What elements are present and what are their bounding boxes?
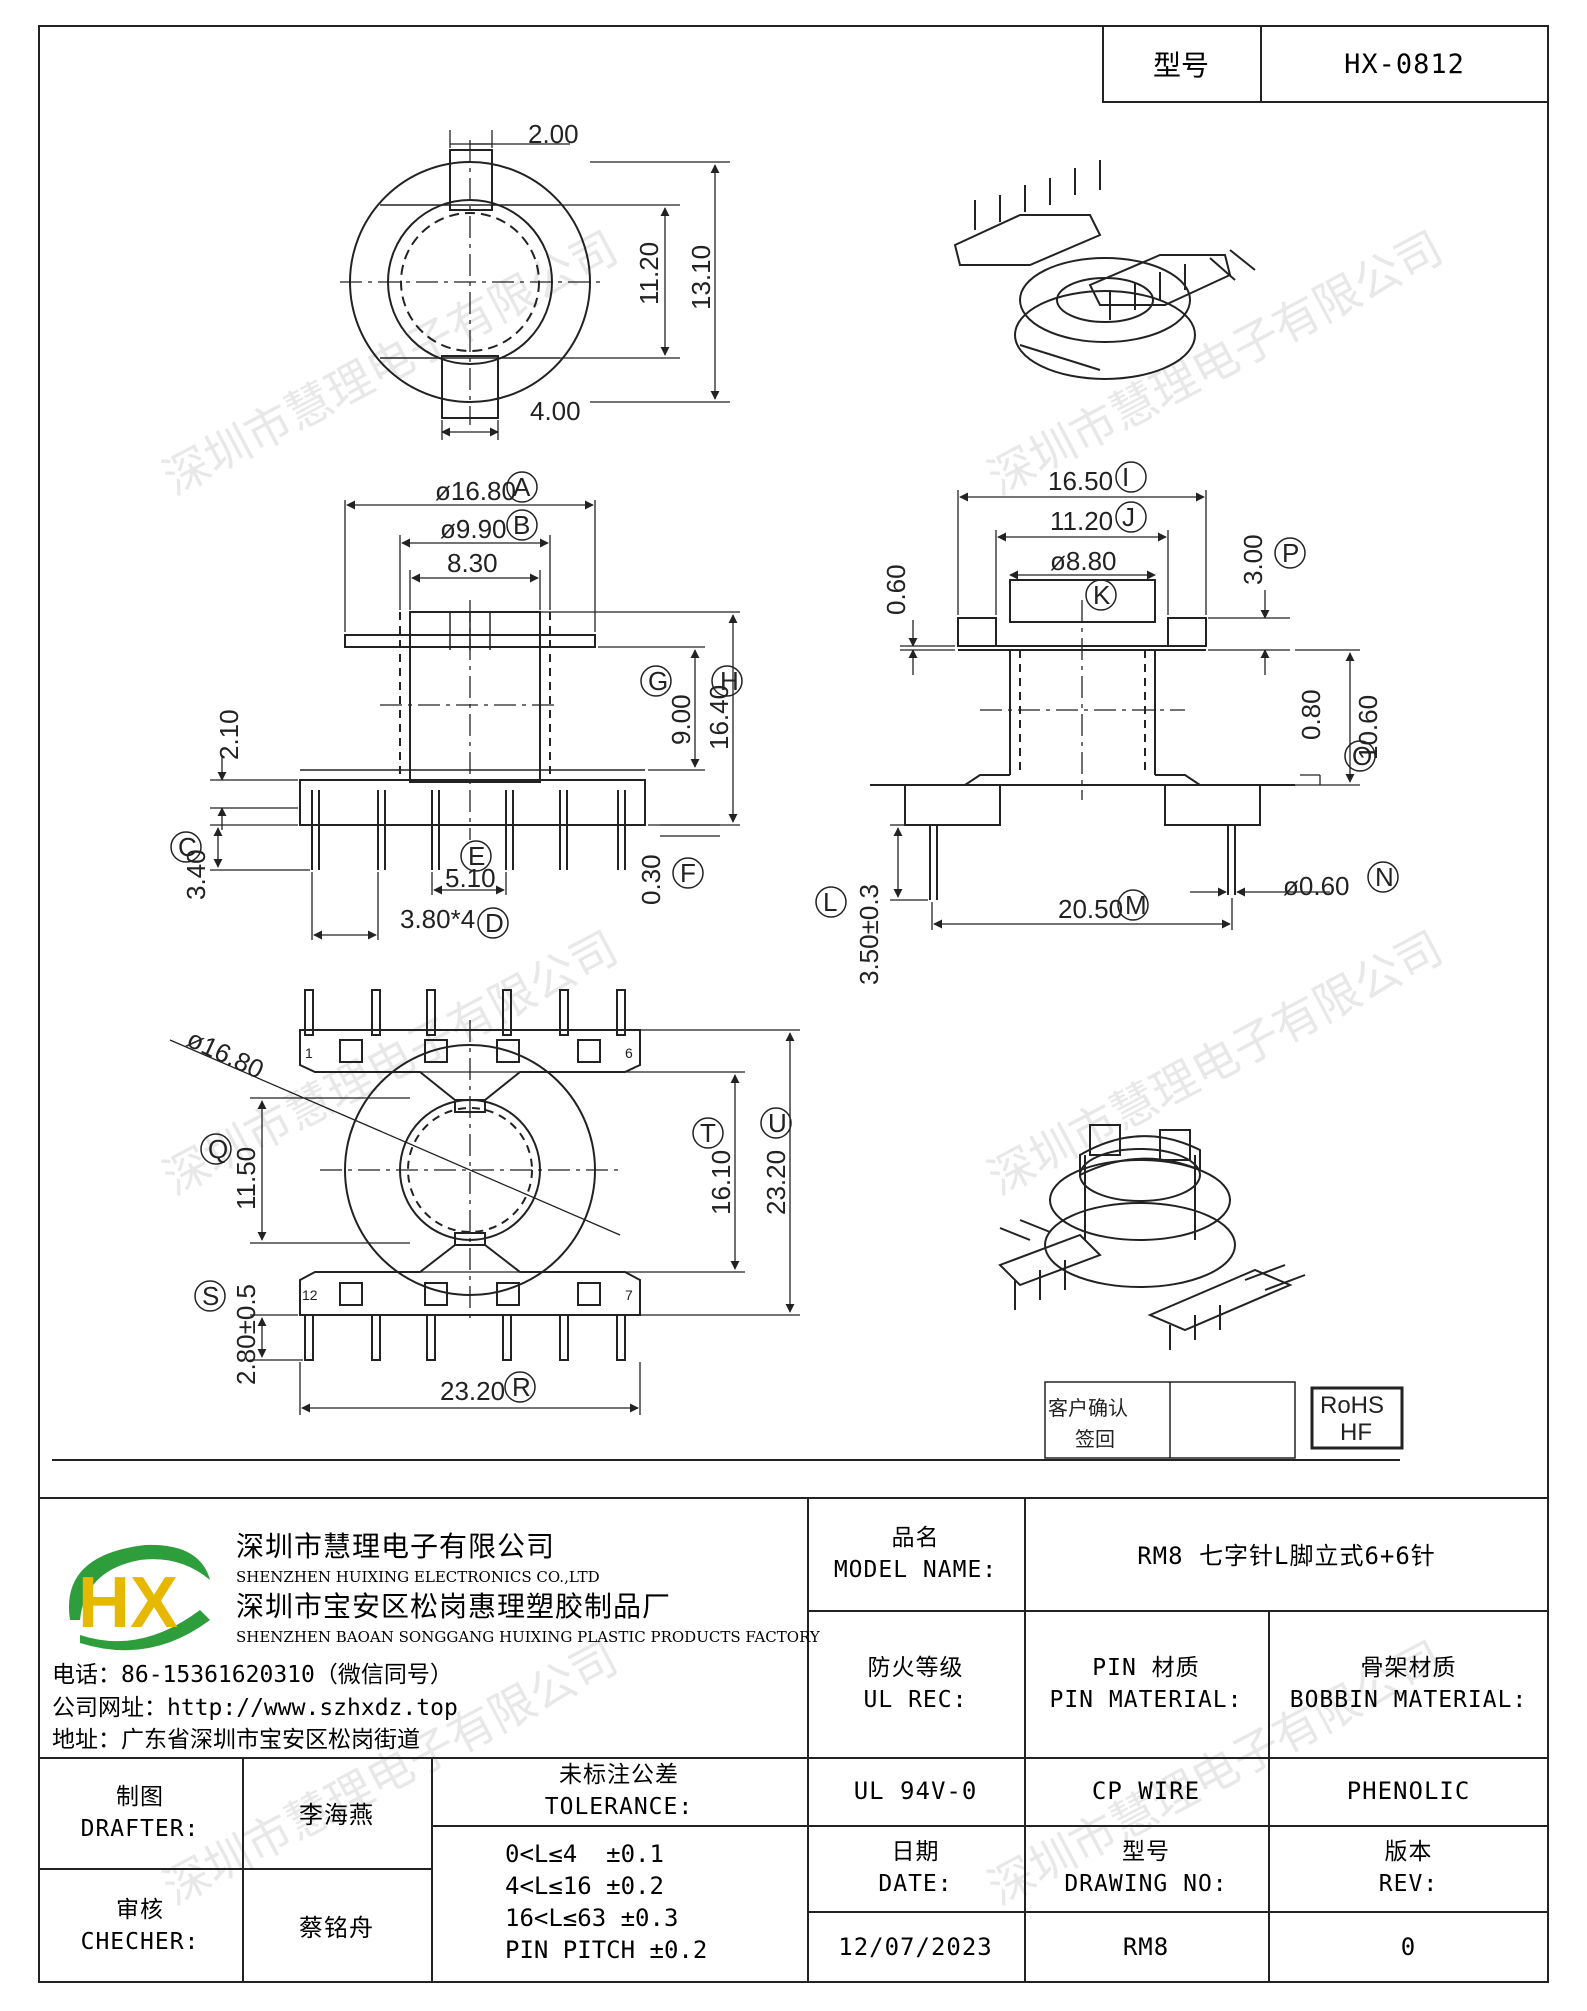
customer-confirm-line1: 客户确认 bbox=[1048, 1397, 1128, 1420]
dim-e: 5.10 bbox=[445, 863, 496, 893]
factory-name-en: SHENZHEN BAOAN SONGGANG HUIXING PLASTIC … bbox=[236, 1628, 820, 1646]
model-name-value: RM8 七字针L脚立式6+6针 bbox=[1137, 1542, 1436, 1570]
pin-6-label: 6 bbox=[625, 1045, 633, 1061]
company-logo: HX bbox=[50, 1525, 220, 1655]
company-phone: 电话：86-15361620310（微信同号） bbox=[52, 1662, 453, 1688]
dim-c-tag: C bbox=[178, 832, 197, 862]
rev-value: 0 bbox=[1400, 1933, 1417, 1961]
dim-j: 11.20 bbox=[1050, 506, 1113, 536]
tolerance-row: 16<L≤63 ±0.3 bbox=[505, 1904, 679, 1932]
customer-confirm-line2: 签回 bbox=[1075, 1428, 1115, 1451]
dim-0-60: 0.60 bbox=[881, 564, 911, 615]
dim-t: 16.10 bbox=[706, 1150, 736, 1215]
date-value: 12/07/2023 bbox=[838, 1933, 993, 1961]
dim-r: 23.20 bbox=[440, 1376, 505, 1406]
pin-12-label: 12 bbox=[302, 1287, 318, 1303]
dim-u-tag: U bbox=[768, 1108, 787, 1138]
dim-bottom-slot: 4.00 bbox=[530, 396, 581, 426]
dim-l-tag: L bbox=[823, 887, 837, 917]
dim-r-tag: R bbox=[512, 1372, 531, 1402]
dim-t-tag: T bbox=[700, 1118, 716, 1148]
company-name-cn: 深圳市慧理电子有限公司 bbox=[236, 1530, 556, 1563]
dim-o: 10.60 bbox=[1353, 695, 1383, 760]
dim-0-80: 0.80 bbox=[1296, 689, 1326, 740]
dim-top-outer: 13.10 bbox=[686, 245, 716, 310]
pin-7-label: 7 bbox=[625, 1287, 633, 1303]
dim-q: 11.50 bbox=[231, 1147, 261, 1210]
pin-material-value: CP WIRE bbox=[1091, 1777, 1201, 1805]
type-label: 型号 bbox=[1152, 49, 1209, 82]
dim-top-inner: 11.20 bbox=[634, 242, 664, 305]
dim-f-tag: F bbox=[680, 858, 696, 888]
dim-b-tag: B bbox=[513, 510, 530, 540]
dim-u: 23.20 bbox=[761, 1150, 791, 1215]
dim-bottom-dia: ø16.80 bbox=[182, 1023, 268, 1084]
dim-a-tag: A bbox=[513, 472, 531, 502]
dim-k: ø8.80 bbox=[1050, 546, 1117, 576]
dim-i-tag: I bbox=[1122, 462, 1129, 492]
dim-s-tag: S bbox=[202, 1281, 219, 1311]
dim-d: 3.80*4 bbox=[400, 904, 475, 934]
dim-p: 3.00 bbox=[1238, 534, 1268, 585]
drawing-frame bbox=[38, 25, 1549, 1983]
dim-m: 20.50 bbox=[1058, 894, 1123, 924]
technical-drawing: 2.00 11.20 13.10 4.00 ø16.80 A ø9.90 B 8… bbox=[52, 119, 1404, 1461]
drawing-no-value: RM8 bbox=[1122, 1933, 1170, 1961]
dim-g: 9.00 bbox=[666, 694, 696, 745]
dim-e-tag: E bbox=[468, 841, 485, 871]
dim-h: 16.40 bbox=[704, 685, 734, 750]
checker-value: 蔡铭舟 bbox=[299, 1914, 374, 1942]
dim-l: 3.50±0.3 bbox=[854, 884, 884, 985]
dim-f: 0.30 bbox=[636, 854, 666, 905]
dim-n-tag: N bbox=[1375, 862, 1394, 892]
dim-h-tag: H bbox=[720, 666, 739, 696]
dim-b: ø9.90 bbox=[440, 514, 507, 544]
dim-2-10: 2.10 bbox=[214, 709, 244, 760]
type-box bbox=[1102, 25, 1549, 103]
dim-a: ø16.80 bbox=[435, 476, 516, 506]
dim-q-tag: Q bbox=[208, 1134, 228, 1164]
dim-top-slot: 2.00 bbox=[528, 119, 579, 149]
dim-g-tag: G bbox=[648, 666, 668, 696]
dim-m-tag: M bbox=[1125, 890, 1147, 920]
tolerance-row: 0<L≤4 ±0.1 bbox=[505, 1840, 664, 1868]
dim-c-val: 8.30 bbox=[447, 548, 498, 578]
drafter-value: 李海燕 bbox=[299, 1801, 374, 1829]
logo-letters: HX bbox=[78, 1563, 178, 1643]
dim-k-tag: K bbox=[1093, 580, 1111, 610]
company-website: 公司网址：http://www.szhxdz.top bbox=[52, 1695, 458, 1721]
tolerance-table: 0<L≤4 ±0.1 4<L≤16 ±0.2 16<L≤63 ±0.3 PIN … bbox=[505, 1838, 707, 1966]
tolerance-row: PIN PITCH ±0.2 bbox=[505, 1936, 708, 1964]
tolerance-row: 4<L≤16 ±0.2 bbox=[505, 1872, 664, 1900]
bobbin-material-value: PHENOLIC bbox=[1346, 1777, 1471, 1805]
dim-o-tag: O bbox=[1352, 741, 1372, 771]
dim-c: 3.40 bbox=[181, 849, 211, 900]
rohs-label: RoHS bbox=[1320, 1392, 1384, 1419]
dim-s: 2.80±0.5 bbox=[231, 1284, 261, 1385]
dim-p-tag: P bbox=[1282, 538, 1299, 568]
dim-d-tag: D bbox=[485, 908, 504, 938]
dim-n: ø0.60 bbox=[1283, 871, 1350, 901]
ul-rec-value: UL 94V-0 bbox=[853, 1777, 978, 1805]
company-name-en: SHENZHEN HUIXING ELECTRONICS CO.,LTD bbox=[236, 1568, 600, 1586]
hf-label: HF bbox=[1340, 1419, 1372, 1446]
dim-i: 16.50 bbox=[1048, 466, 1113, 496]
factory-name-cn: 深圳市宝安区松岗惠理塑胶制品厂 bbox=[236, 1590, 672, 1623]
pin-1-label: 1 bbox=[305, 1045, 313, 1061]
company-address: 地址：广东省深圳市宝安区松岗街道 bbox=[52, 1727, 420, 1753]
dim-j-tag: J bbox=[1122, 502, 1135, 532]
type-value: HX-0812 bbox=[1344, 48, 1465, 80]
